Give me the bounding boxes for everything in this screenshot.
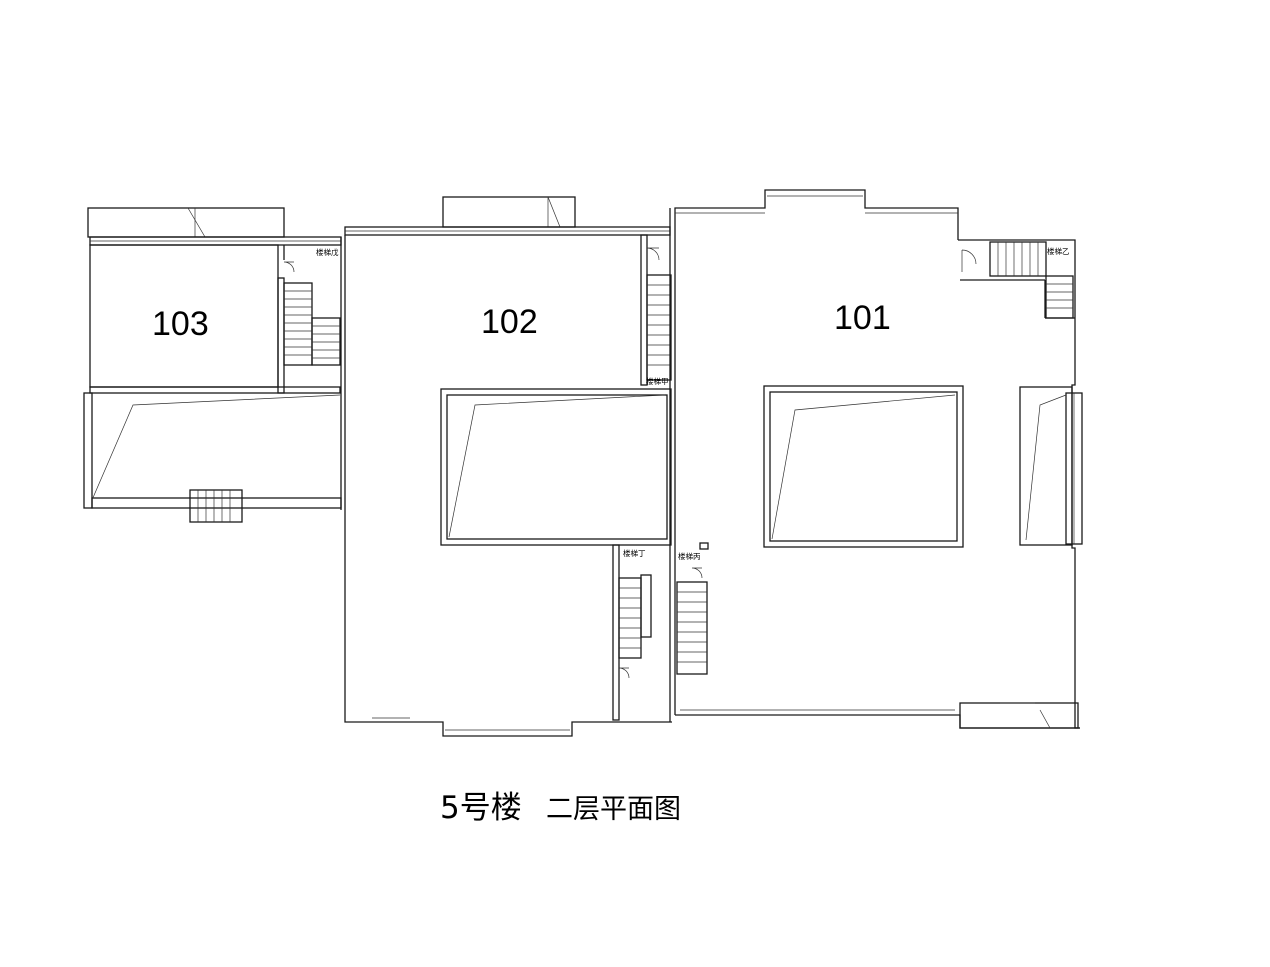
wing-101 bbox=[674, 189, 1083, 729]
wing-103 bbox=[83, 207, 342, 523]
stair-label-yi: 楼梯乙 bbox=[1047, 246, 1070, 256]
stair-ding bbox=[612, 544, 652, 721]
stair-yi bbox=[961, 241, 1074, 319]
stair-jia bbox=[640, 234, 672, 386]
stair-label-ding: 楼梯丁 bbox=[623, 548, 646, 558]
wing-102 bbox=[344, 196, 672, 737]
stair-wu bbox=[283, 282, 341, 366]
stair-label-bing: 楼梯丙 bbox=[678, 551, 701, 561]
caption-building: 5号楼 bbox=[440, 790, 522, 826]
caption-floor: 二层平面图 bbox=[546, 794, 681, 825]
stair-label-wu: 楼梯戊 bbox=[316, 247, 339, 257]
room-label-102: 102 bbox=[481, 303, 538, 341]
room-label-101: 101 bbox=[834, 299, 891, 337]
room-label-103: 103 bbox=[152, 305, 209, 343]
stair-bing bbox=[676, 542, 709, 675]
stair-label-jia: 楼梯甲 bbox=[646, 376, 669, 386]
